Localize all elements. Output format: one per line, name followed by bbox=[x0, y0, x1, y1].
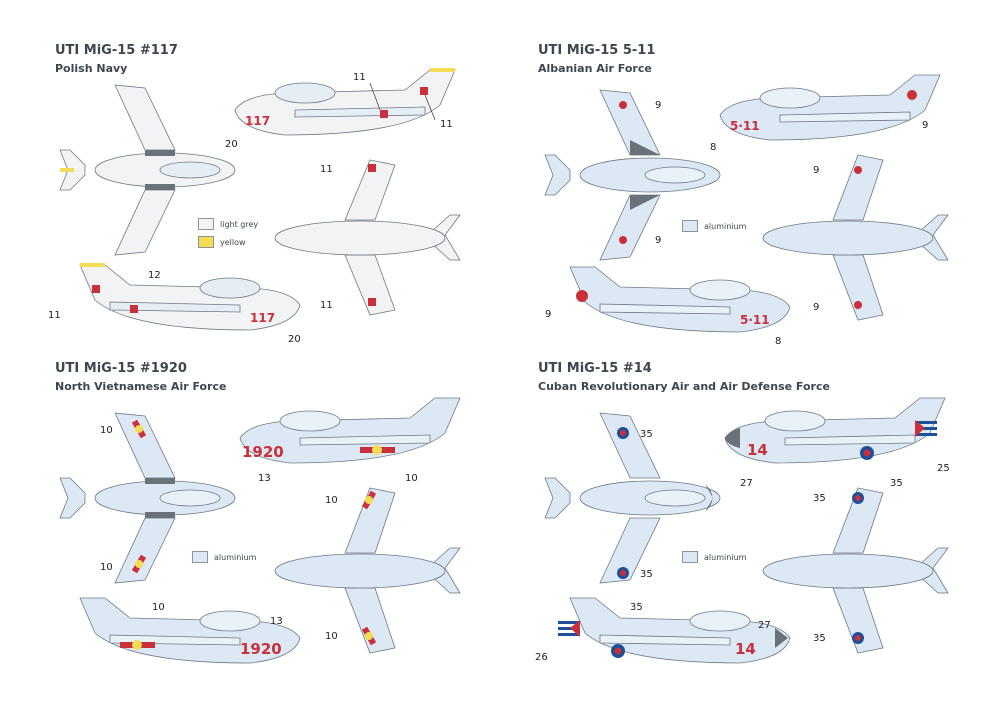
legend-label: aluminium bbox=[704, 221, 747, 231]
callout-label: 11 bbox=[320, 164, 333, 175]
callout-label: 8 bbox=[710, 142, 716, 153]
plan-view-bottom: 11 11 bbox=[274, 159, 461, 316]
panel-subtitle: Albanian Air Force bbox=[538, 62, 652, 75]
plan-view-top: 35 35 bbox=[544, 412, 721, 584]
panel-north-vietnamese-air-force: UTI MiG-15 #1920 North Vietnamese Air Fo… bbox=[0, 353, 500, 706]
aircraft-code: 1920 bbox=[242, 443, 284, 461]
plan-view-bottom: 9 9 bbox=[762, 154, 949, 321]
legend-label: yellow bbox=[220, 237, 246, 247]
legend-label: aluminium bbox=[214, 552, 257, 562]
aircraft-code: 1920 bbox=[240, 640, 282, 658]
legend-item: aluminium bbox=[682, 551, 746, 563]
aircraft-code: 5·11 bbox=[730, 119, 760, 133]
legend-label: aluminium bbox=[704, 552, 747, 562]
callout-label: 35 bbox=[640, 569, 653, 580]
callout-label: 9 bbox=[813, 302, 819, 313]
callout-label: 8 bbox=[775, 336, 781, 347]
swatch bbox=[682, 551, 698, 563]
panel-subtitle: North Vietnamese Air Force bbox=[55, 380, 227, 393]
legend-label: light grey bbox=[220, 219, 259, 229]
callout-label: 12 bbox=[148, 270, 161, 281]
callout-label: 11 bbox=[440, 119, 453, 130]
callout-label: 10 bbox=[405, 473, 418, 484]
legend-item: aluminium bbox=[192, 551, 256, 563]
legend-item: light grey bbox=[198, 218, 258, 230]
callout-label: 11 bbox=[48, 310, 61, 321]
callout-label: 27 bbox=[740, 478, 753, 489]
panel-title: UTI MiG-15 #14 bbox=[538, 361, 652, 376]
callout-label: 10 bbox=[152, 602, 165, 613]
panel-polish-navy: UTI MiG-15 #117 Polish Navy 117 11 11 20 bbox=[0, 0, 500, 353]
panel-subtitle: Cuban Revolutionary Air and Air Defense … bbox=[538, 380, 830, 393]
callout-label: 9 bbox=[655, 235, 661, 246]
aircraft-code: 14 bbox=[735, 640, 756, 658]
aircraft-code: 117 bbox=[250, 311, 275, 325]
panel-title: UTI MiG-15 5-11 bbox=[538, 43, 656, 58]
plan-view-top: 9 9 bbox=[544, 89, 721, 261]
legend-item: yellow bbox=[198, 236, 246, 248]
swatch bbox=[192, 551, 208, 563]
callout-label: 25 bbox=[937, 463, 950, 474]
panel-title: UTI MiG-15 #117 bbox=[55, 43, 178, 58]
callout-label: 35 bbox=[813, 493, 826, 504]
callout-label: 35 bbox=[813, 633, 826, 644]
swatch bbox=[198, 218, 214, 230]
side-view-upper: 1920 13 10 bbox=[239, 397, 461, 484]
callout-label: 35 bbox=[640, 429, 653, 440]
side-view-lower: 1920 10 13 bbox=[79, 597, 301, 664]
panel-albanian-air-force: UTI MiG-15 5-11 Albanian Air Force 9 9 5… bbox=[500, 0, 1000, 353]
plan-view-top: 10 10 bbox=[59, 412, 236, 584]
callout-label: 11 bbox=[353, 72, 366, 83]
callout-label: 10 bbox=[325, 631, 338, 642]
callout-label: 35 bbox=[890, 478, 903, 489]
callout-label: 9 bbox=[655, 100, 661, 111]
panel-subtitle: Polish Navy bbox=[55, 62, 128, 75]
callout-label: 9 bbox=[545, 309, 551, 320]
aircraft-code: 5·11 bbox=[740, 313, 770, 327]
side-view-upper: 5·11 9 8 bbox=[710, 74, 941, 153]
side-view-upper: 117 11 11 20 bbox=[225, 68, 456, 150]
plan-view-top bbox=[59, 84, 236, 256]
callout-label: 20 bbox=[225, 139, 238, 150]
callout-label: 9 bbox=[922, 120, 928, 131]
side-view-lower: 117 12 11 20 bbox=[48, 263, 301, 345]
plan-view-bottom: 10 10 bbox=[274, 487, 461, 654]
callout-label: 13 bbox=[258, 473, 271, 484]
side-view-lower: 5·11 9 8 bbox=[545, 266, 791, 347]
side-view-lower: 14 35 27 26 bbox=[535, 597, 791, 664]
plan-view-bottom: 35 35 bbox=[762, 487, 949, 654]
callout-label: 13 bbox=[270, 616, 283, 627]
callout-label: 20 bbox=[288, 334, 301, 345]
callout-label: 26 bbox=[535, 652, 548, 663]
aircraft-code: 14 bbox=[747, 441, 768, 459]
callout-label: 9 bbox=[813, 165, 819, 176]
callout-label: 10 bbox=[325, 495, 338, 506]
panel-title: UTI MiG-15 #1920 bbox=[55, 361, 187, 376]
legend-item: aluminium bbox=[682, 220, 746, 232]
callout-label: 10 bbox=[100, 562, 113, 573]
panel-cuban-air-force: UTI MiG-15 #14 Cuban Revolutionary Air a… bbox=[500, 353, 1000, 706]
callout-label: 35 bbox=[630, 602, 643, 613]
callout-label: 27 bbox=[758, 620, 771, 631]
swatch bbox=[198, 236, 214, 248]
callout-label: 11 bbox=[320, 300, 333, 311]
side-view-upper: 14 27 35 25 bbox=[724, 397, 950, 489]
swatch bbox=[682, 220, 698, 232]
callout-label: 10 bbox=[100, 425, 113, 436]
aircraft-code: 117 bbox=[245, 114, 270, 128]
